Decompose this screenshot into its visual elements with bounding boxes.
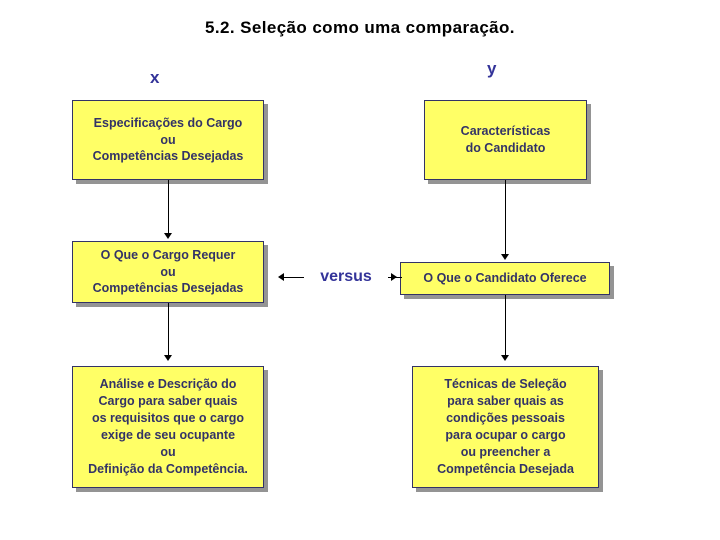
box-o-que-cargo-requer-text: O Que o Cargo Requer ou Competências Des… xyxy=(92,247,244,296)
box-analise-descricao-cargo: Análise e Descrição do Cargo para saber … xyxy=(72,366,264,488)
versus-left-line xyxy=(284,277,304,278)
versus-left-arrow xyxy=(278,273,284,281)
axis-label-y: y xyxy=(487,59,497,78)
box-o-que-candidato-oferece: O Que o Candidato Oferece xyxy=(400,262,610,295)
connector-carac-to-oferece-line xyxy=(505,180,506,256)
box-especificacoes-cargo: Especificações do Cargo ou Competências … xyxy=(72,100,264,180)
connector-requer-to-analise-arrow xyxy=(164,355,172,361)
versus-right-arrow xyxy=(391,273,397,281)
connector-oferece-to-tecnicas-line xyxy=(505,295,506,356)
connector-spec-to-requer-arrow xyxy=(164,233,172,239)
box-o-que-cargo-requer: O Que o Cargo Requer ou Competências Des… xyxy=(72,241,264,303)
connector-spec-to-requer-line xyxy=(168,180,169,234)
connector-carac-to-oferece-arrow xyxy=(501,254,509,260)
versus-label: versus xyxy=(320,268,372,285)
connector-requer-to-analise-line xyxy=(168,303,169,356)
box-caracteristicas-candidato: Características do Candidato xyxy=(424,100,587,180)
axis-label-x: x xyxy=(150,68,160,87)
box-especificacoes-cargo-text: Especificações do Cargo ou Competências … xyxy=(92,115,244,164)
box-caracteristicas-candidato-text: Características do Candidato xyxy=(460,124,551,155)
box-o-que-candidato-oferece-text: O Que o Candidato Oferece xyxy=(423,271,587,286)
page-title: 5.2. Seleção como uma comparação. xyxy=(205,18,515,37)
box-tecnicas-selecao-text: Técnicas de Seleção para saber quais as … xyxy=(437,377,574,476)
box-analise-descricao-cargo-text: Análise e Descrição do Cargo para saber … xyxy=(88,377,248,476)
connector-oferece-to-tecnicas-arrow xyxy=(501,355,509,361)
box-tecnicas-selecao: Técnicas de Seleção para saber quais as … xyxy=(412,366,599,488)
